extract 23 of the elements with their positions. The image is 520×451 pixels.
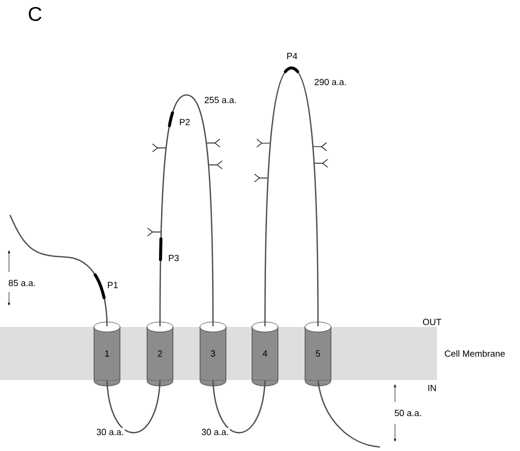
side-label: OUT	[422, 318, 442, 326]
helix-cylinder: 1	[94, 322, 120, 386]
peptide-label: P4	[287, 52, 298, 60]
helix-cylinder: 4	[252, 322, 278, 386]
peptide-label: P1	[108, 282, 118, 288]
protein-chain	[106, 380, 161, 434]
helix-cylinder: 3	[200, 322, 226, 386]
protein-chain	[212, 380, 266, 434]
peptide-label: P3	[168, 254, 179, 262]
protein-chain	[317, 380, 380, 448]
edge-label: 290 a.a.	[313, 78, 348, 86]
panel-letter: C	[28, 6, 42, 22]
peptide-label: P2	[180, 118, 190, 126]
edge-label: 255 a.a.	[203, 96, 238, 104]
protein-chain	[159, 94, 214, 326]
helix-cylinder: 5	[304, 322, 332, 386]
dimension-label: 50 a.a.	[394, 410, 421, 416]
side-label: IN	[428, 384, 436, 392]
edge-label: 30 a.a.	[95, 428, 125, 436]
edge-label: 30 a.a.	[200, 428, 230, 436]
dimension-label: 85 a.a.	[8, 280, 35, 286]
node-label: Cell Membrane	[444, 350, 505, 357]
helix-cylinder: 2	[146, 322, 174, 386]
